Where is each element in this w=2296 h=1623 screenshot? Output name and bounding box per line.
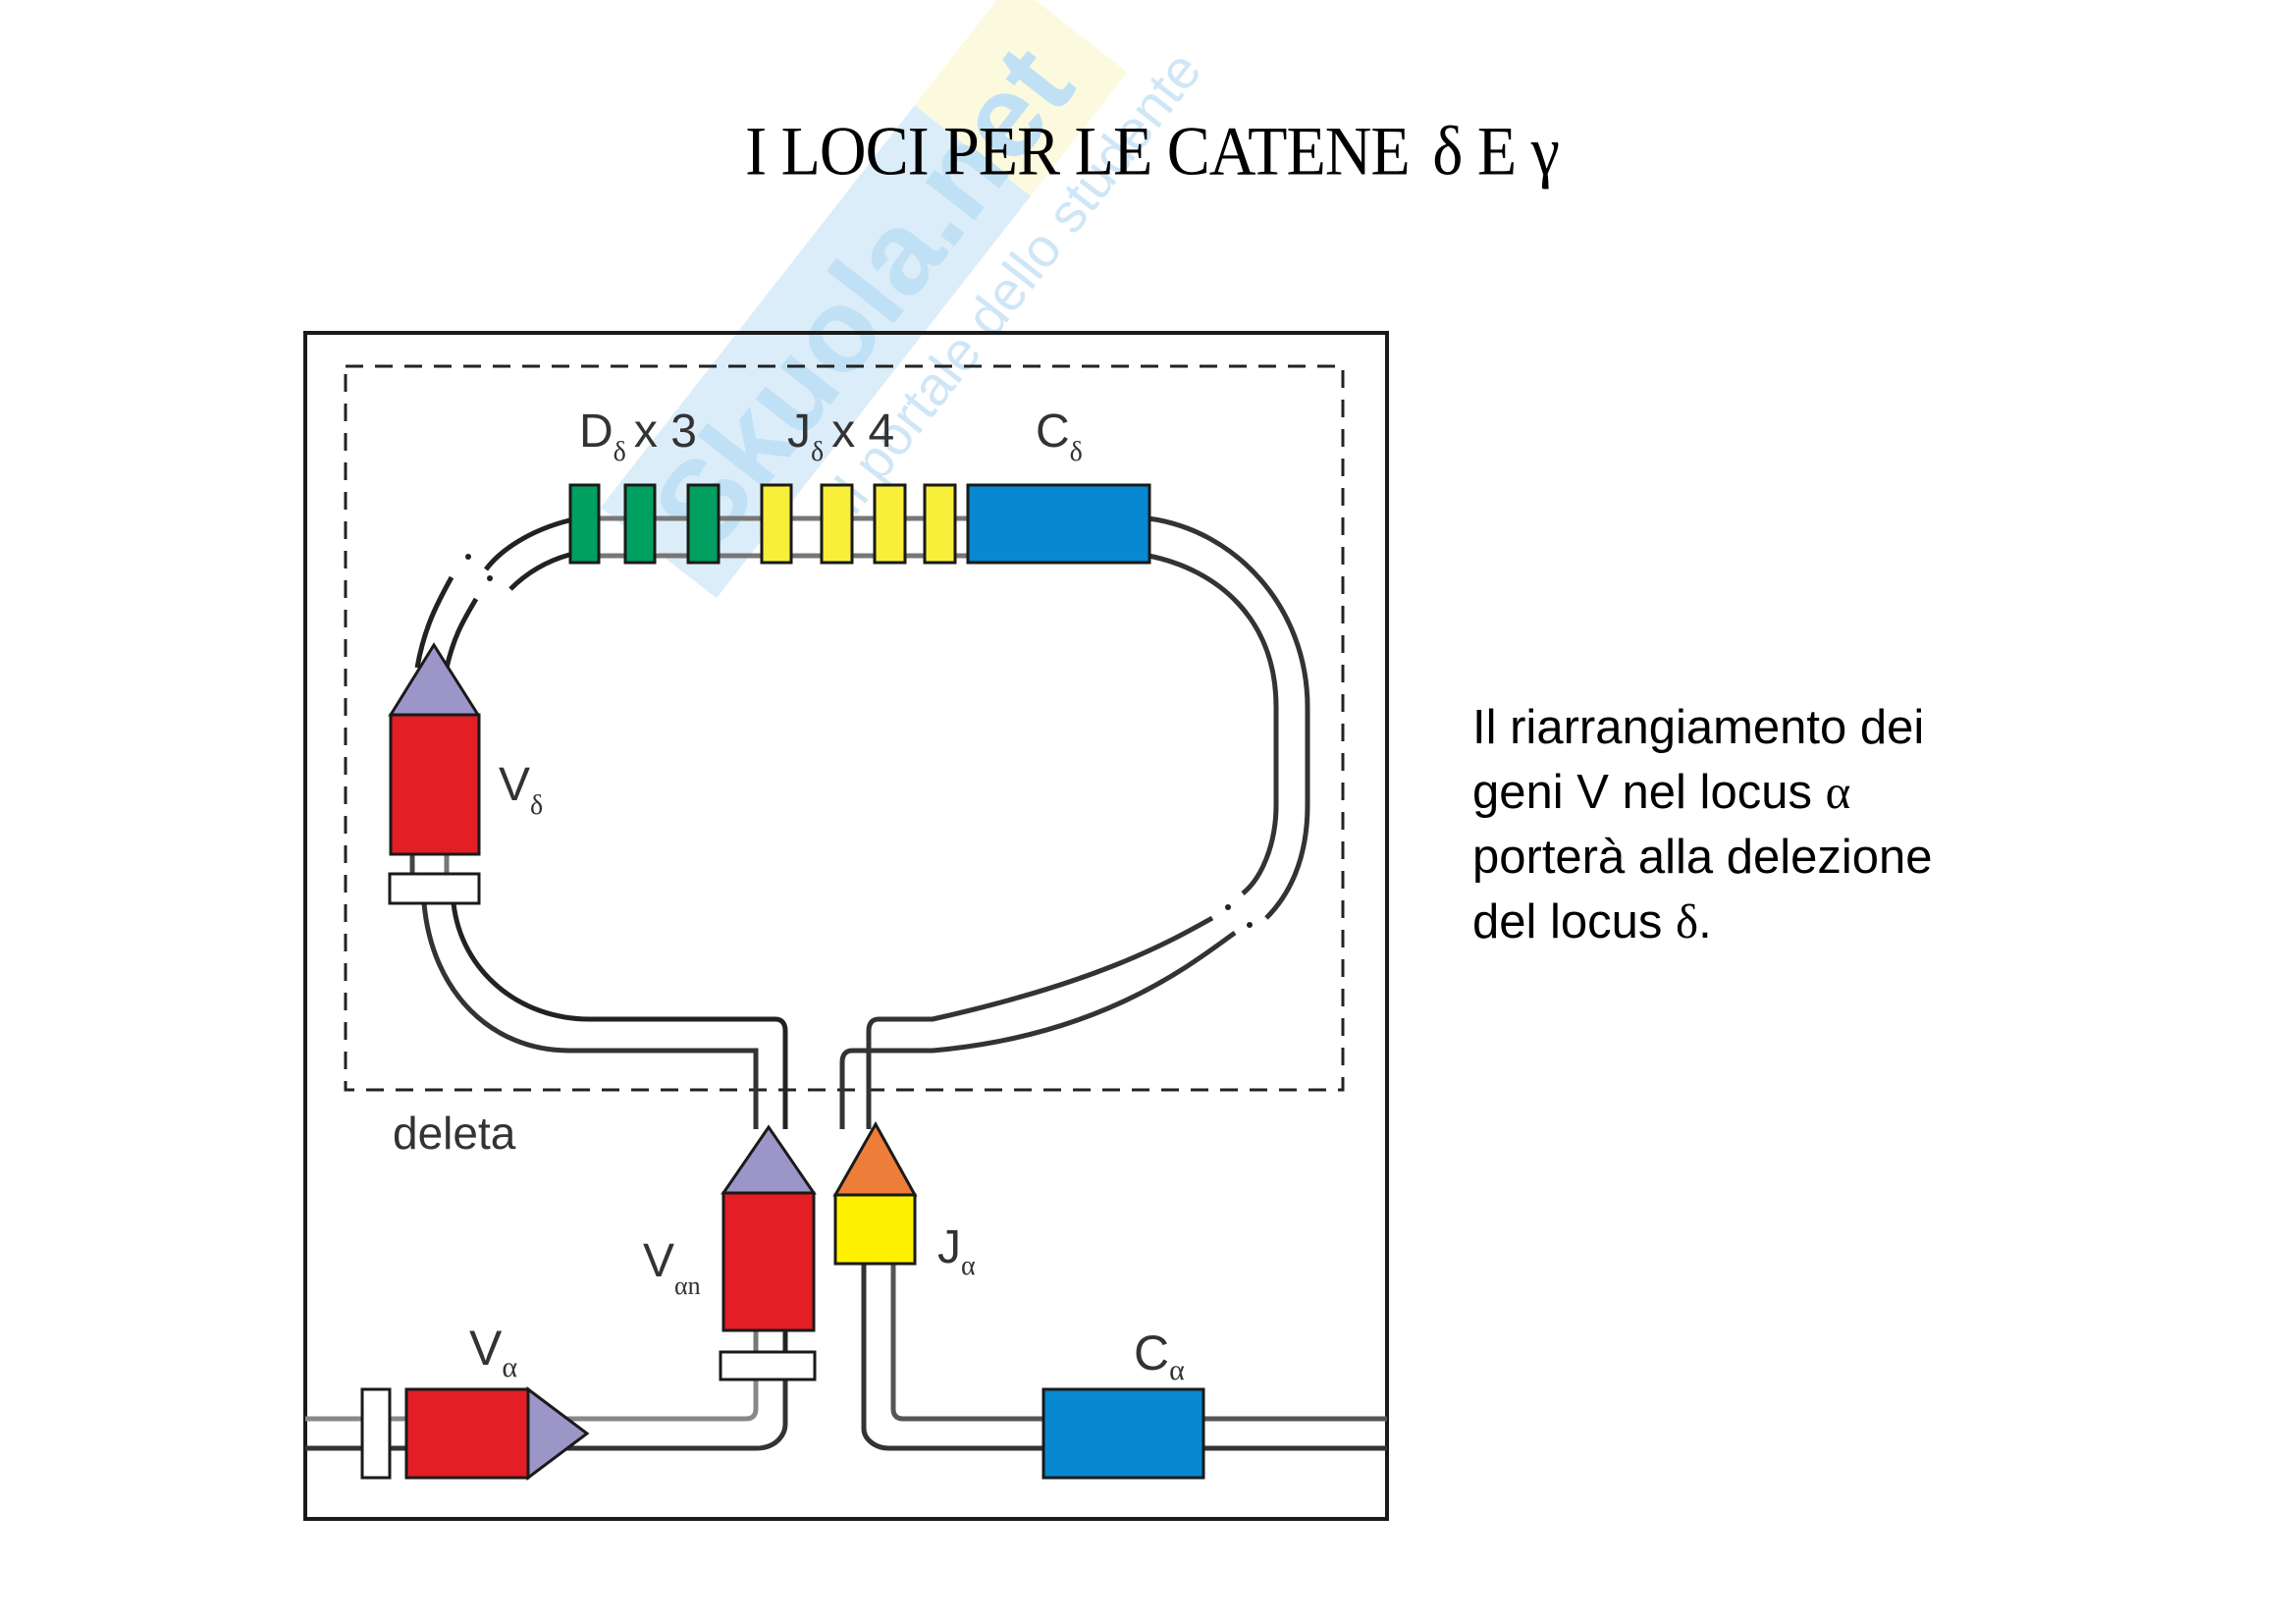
diagram-frame xyxy=(303,331,1389,1521)
dna-arc-ul-outer-a xyxy=(484,517,570,571)
v-alpha-segment xyxy=(404,1387,530,1480)
break-dot xyxy=(1225,904,1231,910)
d-delta-segments xyxy=(568,483,721,565)
v-alpha-n-gene xyxy=(719,1124,817,1381)
title-conj: E xyxy=(1476,113,1517,190)
d-delta-segment xyxy=(686,483,721,565)
v-alpha-label: Vα xyxy=(469,1321,517,1383)
j-alpha-leader xyxy=(832,1120,918,1197)
j-alpha-label: Jα xyxy=(937,1221,976,1281)
break-dot xyxy=(487,575,493,581)
dna-lower-right-outer xyxy=(839,930,1237,1129)
j-delta-segments xyxy=(760,483,957,565)
j-delta-segment xyxy=(873,483,907,565)
j-alpha-segment xyxy=(833,1193,917,1266)
j-delta-segment xyxy=(820,483,854,565)
title-text: I LOCI PER LE CATENE xyxy=(745,113,1411,190)
dna-arc-ul-inner-b xyxy=(444,597,479,669)
v-alpha-n-leader xyxy=(721,1124,817,1195)
caption-line-2: geni V nel locus α xyxy=(1472,765,1851,819)
v-delta-label: Vδ xyxy=(499,759,543,821)
d-delta-segment xyxy=(623,483,657,565)
j-alpha-gene xyxy=(832,1120,918,1266)
v-delta-segment xyxy=(389,713,481,856)
v-delta-spacer xyxy=(388,872,481,905)
dna-bottom-right-upper xyxy=(890,1264,1387,1422)
dna-lower-right-inner xyxy=(866,915,1214,1129)
caption-line-4: del locus δ. xyxy=(1472,894,1712,948)
j-delta-segment xyxy=(923,483,957,565)
dna-strands xyxy=(305,515,1387,1451)
break-dot xyxy=(1247,922,1253,928)
caption-alpha: α xyxy=(1825,765,1851,819)
page-title: I LOCI PER LE CATENE δ E γ xyxy=(0,117,2296,187)
dna-arc-ul-inner-a xyxy=(508,552,570,591)
dna-arc-right-outer xyxy=(1148,515,1310,920)
v-alpha-leader xyxy=(526,1386,590,1481)
c-delta-segment xyxy=(966,483,1151,565)
caption-line-1: Il riarrangiamento dei xyxy=(1472,701,1925,754)
c-alpha-segment xyxy=(1041,1387,1205,1480)
v-alpha-n-label: Vαn xyxy=(643,1235,701,1300)
v-alpha-spacer xyxy=(360,1387,392,1480)
dna-arc-ul-outer-b xyxy=(414,575,454,669)
dna-arc-right-inner xyxy=(1148,553,1279,895)
v-delta-leader xyxy=(388,642,481,717)
v-alpha-n-spacer xyxy=(719,1350,817,1381)
title-gamma: γ xyxy=(1530,113,1560,190)
v-alpha-n-segment xyxy=(721,1191,816,1332)
alpha-labels: Vα Vαn Jα Cα xyxy=(469,1221,1185,1386)
break-dot xyxy=(465,554,471,560)
v-alpha-gene xyxy=(360,1386,590,1481)
dna-bottom-right-lower xyxy=(861,1264,1387,1451)
dna-lower-left-inner xyxy=(451,902,788,1129)
caption-delta: δ xyxy=(1676,894,1699,948)
title-delta: δ xyxy=(1432,113,1463,190)
dna-bottom-left-lower xyxy=(305,1380,788,1451)
v-delta-gene xyxy=(388,642,481,905)
c-alpha-label: Cα xyxy=(1134,1325,1185,1386)
deleted-region-label: deleta xyxy=(393,1108,516,1159)
dna-lower-left-outer xyxy=(421,902,759,1129)
d-delta-segment xyxy=(568,483,601,565)
c-delta-label: Cδ xyxy=(1036,406,1083,467)
caption-text: Il riarrangiamento dei geni V nel locus … xyxy=(1472,695,2081,954)
dna-bottom-left-upper xyxy=(305,1380,759,1422)
j-delta-segment xyxy=(760,483,793,565)
caption-line-3: porterà alla delezione xyxy=(1472,831,1933,884)
